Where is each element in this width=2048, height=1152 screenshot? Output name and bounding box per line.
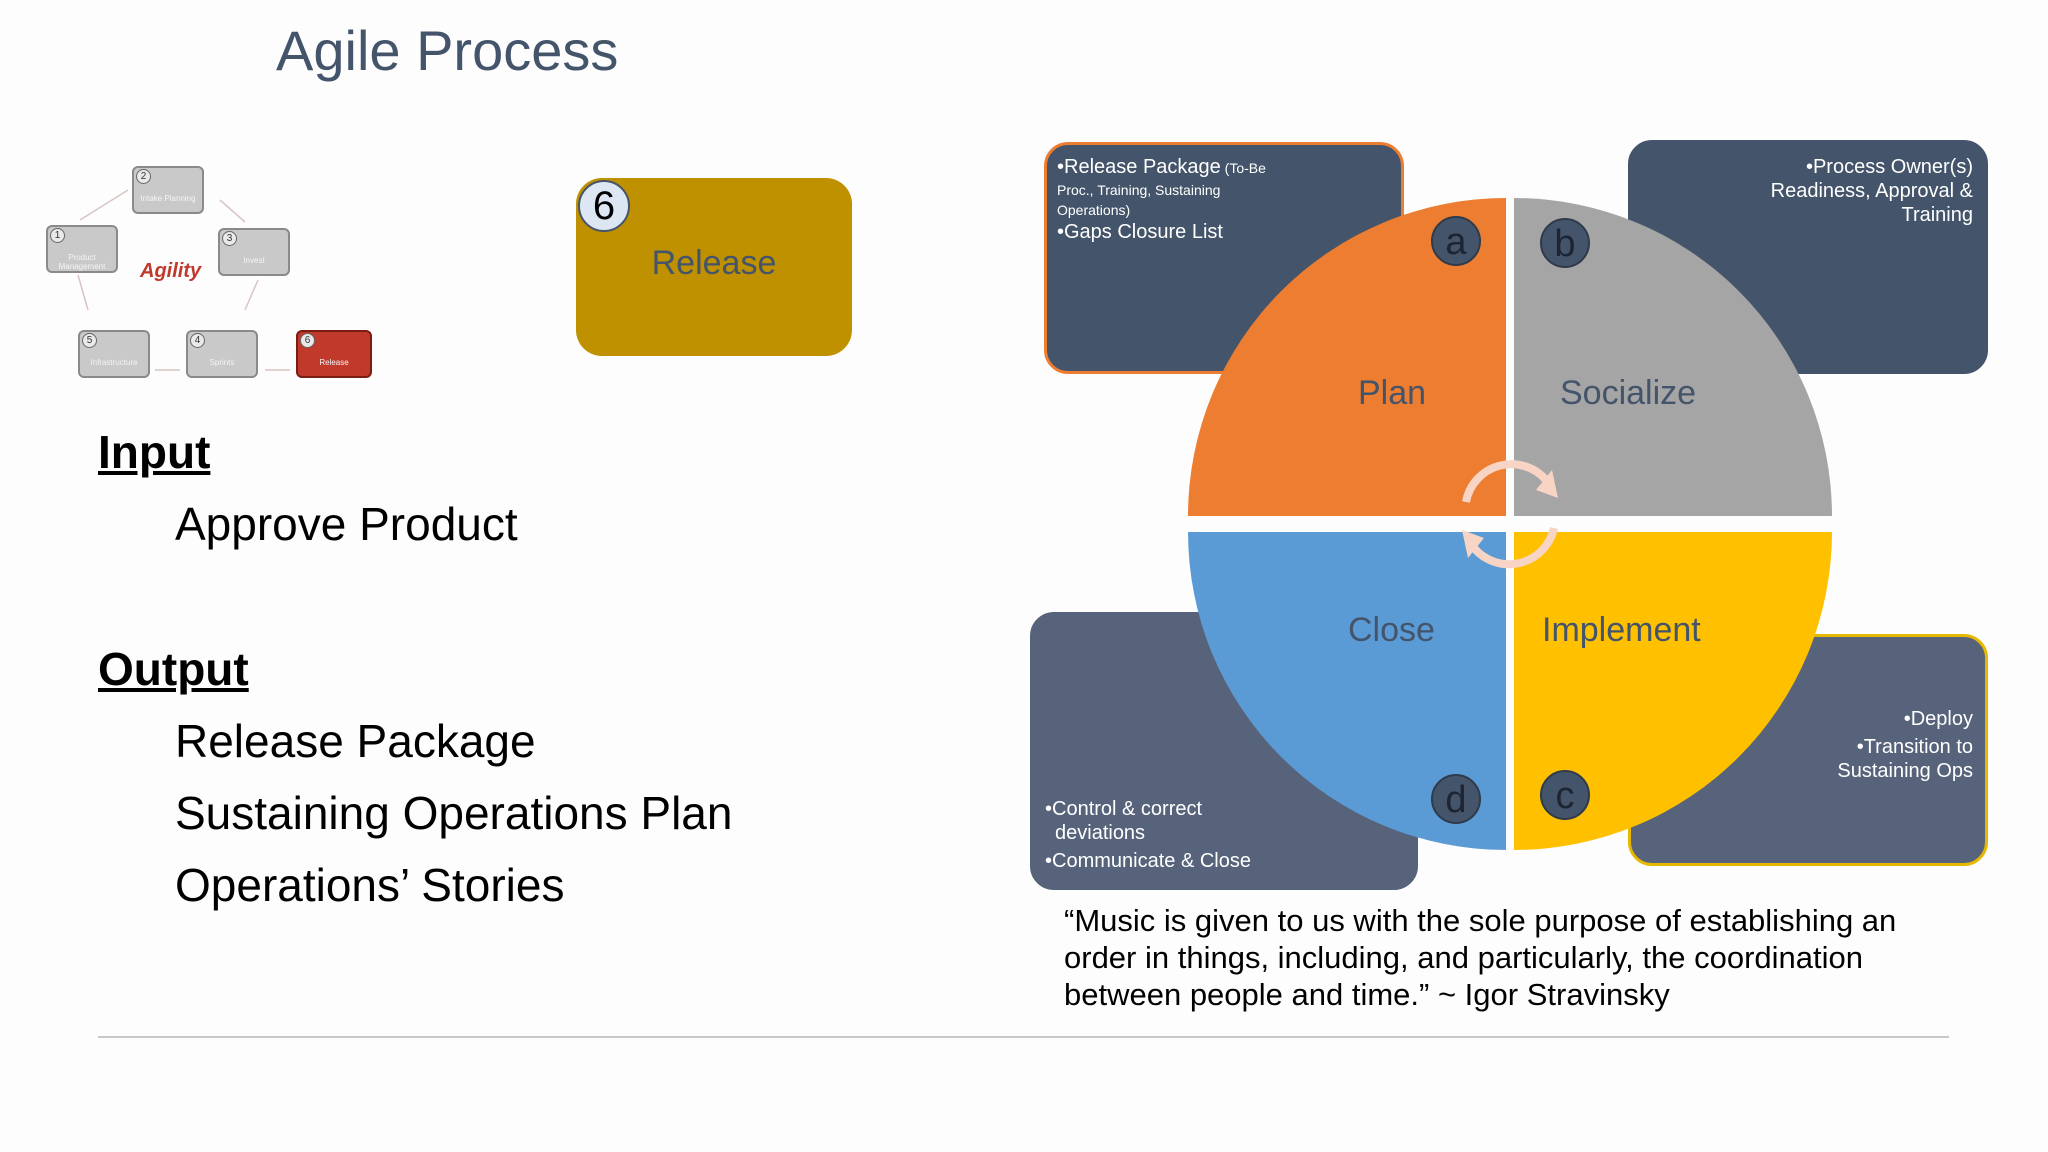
output-item: Release Package xyxy=(175,715,536,767)
divider-line xyxy=(98,1036,1949,1038)
mini-diagram-arrows xyxy=(77,189,290,371)
agility-label: Agility xyxy=(140,260,202,282)
plan-details-text: •Release Package (To-Be Proc., Training,… xyxy=(1057,156,1266,243)
close-quadrant xyxy=(1188,532,1506,850)
step-badge-c: c xyxy=(1540,770,1590,820)
release-card-label: Release xyxy=(651,244,777,282)
output-item: Sustaining Operations Plan xyxy=(175,787,733,839)
input-item: Approve Product xyxy=(175,498,518,550)
socialize-label: Socialize xyxy=(1560,374,1697,412)
implement-quadrant xyxy=(1514,532,1832,850)
output-item: Operations’ Stories xyxy=(175,859,565,911)
cycle-arrows xyxy=(1462,460,1558,569)
implement-label: Implement xyxy=(1542,611,1701,649)
release-step-number: 6 xyxy=(578,180,630,232)
close-label: Close xyxy=(1348,611,1435,649)
socialize-details-text: •Process Owner(s) Readiness, Approval & … xyxy=(1770,156,1973,226)
socialize-quadrant xyxy=(1514,198,1832,516)
close-details-text: •Control & correct deviations •Communica… xyxy=(1045,798,1251,872)
step-badge-a: a xyxy=(1431,216,1481,266)
input-heading: Input xyxy=(98,426,211,478)
cycle-arrowhead xyxy=(1462,530,1484,558)
page-title: Agile Process xyxy=(276,19,619,82)
quote-text: “Music is given to us with the sole purp… xyxy=(1064,903,1897,1012)
plan-label: Plan xyxy=(1358,374,1427,412)
step-badge-b: b xyxy=(1540,218,1590,268)
plan-quadrant xyxy=(1188,198,1506,516)
output-heading: Output xyxy=(98,643,249,695)
step-badge-d: d xyxy=(1431,774,1481,824)
implement-details-text: •Deploy •Transition to Sustaining Ops xyxy=(1837,708,1973,782)
cycle-arrowhead xyxy=(1536,470,1558,498)
cycle-diagram xyxy=(1188,198,1832,850)
